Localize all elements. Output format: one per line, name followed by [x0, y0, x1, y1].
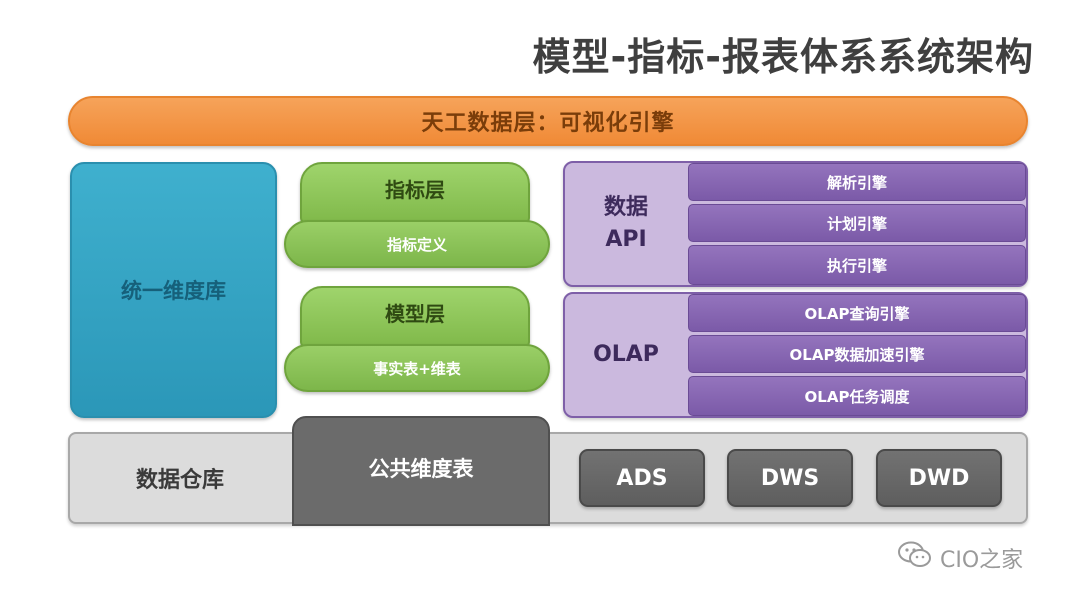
execute-engine-row: 执行引擎: [688, 245, 1026, 285]
olap-label: OLAP: [593, 342, 659, 367]
data-api-label: 数据 API: [565, 163, 687, 285]
olap-query-engine-row: OLAP查询引擎: [688, 294, 1026, 332]
plan-engine-row: 计划引擎: [688, 204, 1026, 242]
watermark: CIO之家: [898, 540, 1023, 576]
page-title: 模型-指标-报表体系系统架构: [532, 35, 1034, 79]
data-api-label-line2: API: [605, 227, 647, 252]
dws-box: DWS: [727, 449, 853, 507]
parse-engine-row: 解析引擎: [688, 163, 1026, 201]
olap-acceleration-engine-row: OLAP数据加速引擎: [688, 335, 1026, 373]
data-warehouse-label: 数据仓库: [135, 468, 224, 493]
public-dimension-tables: 公共维度表: [292, 416, 550, 526]
metric-definition: 指标定义: [284, 220, 550, 268]
metric-layer-title: 指标层: [300, 162, 530, 224]
dwd-box: DWD: [876, 449, 1002, 507]
data-api-label-line1: 数据: [603, 195, 648, 220]
fact-dimension-tables: 事实表+维表: [284, 344, 550, 392]
model-layer-title: 模型层: [300, 286, 530, 348]
olap-task-scheduler-row: OLAP任务调度: [688, 376, 1026, 416]
ads-box: ADS: [579, 449, 705, 507]
visualization-engine-layer: 天工数据层：可视化引擎: [68, 96, 1028, 146]
unified-dimension-library: 统一维度库: [70, 162, 277, 418]
wechat-icon: [898, 541, 932, 575]
watermark-text: CIO之家: [940, 548, 1024, 573]
